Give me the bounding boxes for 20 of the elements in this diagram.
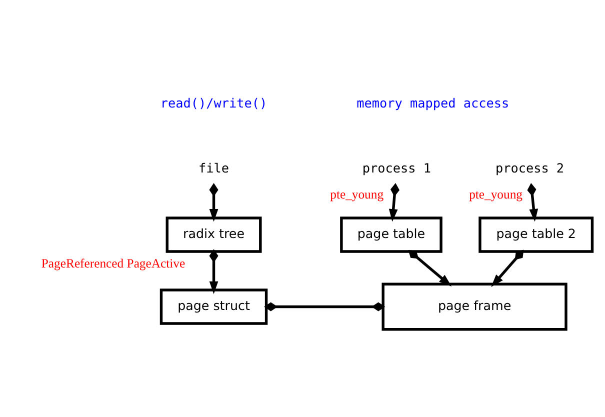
node-box: radix tree (166, 216, 262, 253)
arrow (388, 183, 400, 222)
node-text: process 1 (362, 160, 431, 176)
arrow (408, 250, 452, 287)
label: memory mapped access (356, 95, 510, 110)
node-text: file (198, 160, 230, 176)
connector (264, 302, 386, 312)
arrow (209, 249, 218, 294)
node-text: process 2 (495, 160, 564, 176)
label: read()/write() (160, 95, 268, 110)
edge-label: pte_young (330, 187, 384, 202)
node-box: page struct (160, 288, 268, 325)
node-box: page table (340, 216, 442, 253)
node-box: page frame (382, 282, 568, 331)
arrow (209, 183, 218, 222)
edge-label: pte_young (469, 187, 523, 202)
node-box: page table 2 (478, 216, 594, 253)
edge-label: PageReferenced PageActive (41, 256, 186, 270)
arrow (527, 183, 538, 222)
arrow (491, 250, 524, 287)
